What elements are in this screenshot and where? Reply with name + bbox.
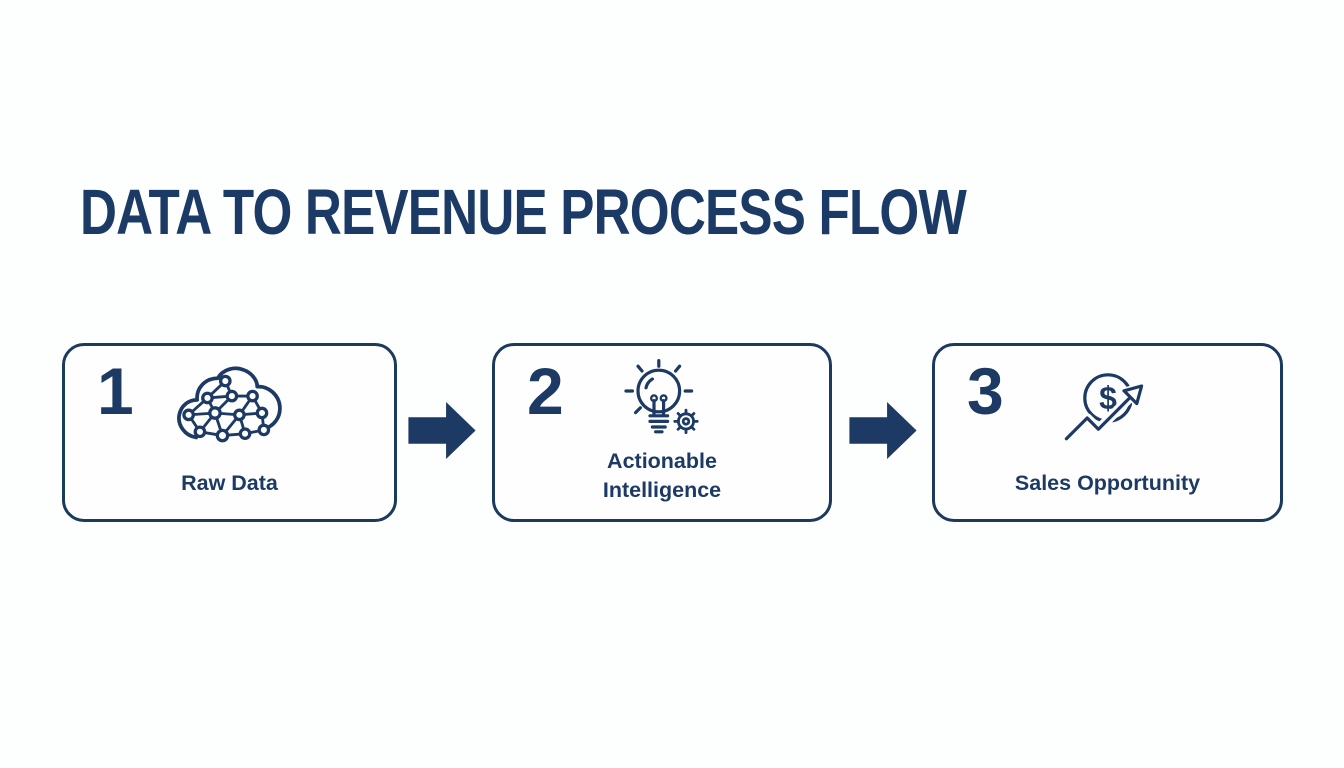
coin-growth-arrow-icon: $ (1060, 364, 1156, 456)
svg-text:$: $ (1099, 380, 1117, 416)
right-block-arrow-icon (408, 402, 476, 459)
lightbulb-gear-icon (614, 354, 710, 452)
page-title: DATA TO REVENUE PROCESS FLOW (80, 176, 967, 248)
step-number: 1 (97, 354, 134, 428)
step-box-actionable-intelligence: 2 (492, 343, 832, 522)
step-box-raw-data: 1 (62, 343, 397, 522)
step-label: Raw Data (181, 470, 278, 495)
step-box-sales-opportunity: 3 $ Sales Opportunity (932, 343, 1283, 522)
step-label: Actionable Intelligence (602, 449, 722, 502)
right-block-arrow-icon (849, 402, 917, 459)
step-number: 3 (967, 354, 1004, 428)
cloud-network-icon (173, 366, 287, 460)
step-number: 2 (527, 354, 564, 428)
step-label: Sales Opportunity (1014, 470, 1201, 495)
